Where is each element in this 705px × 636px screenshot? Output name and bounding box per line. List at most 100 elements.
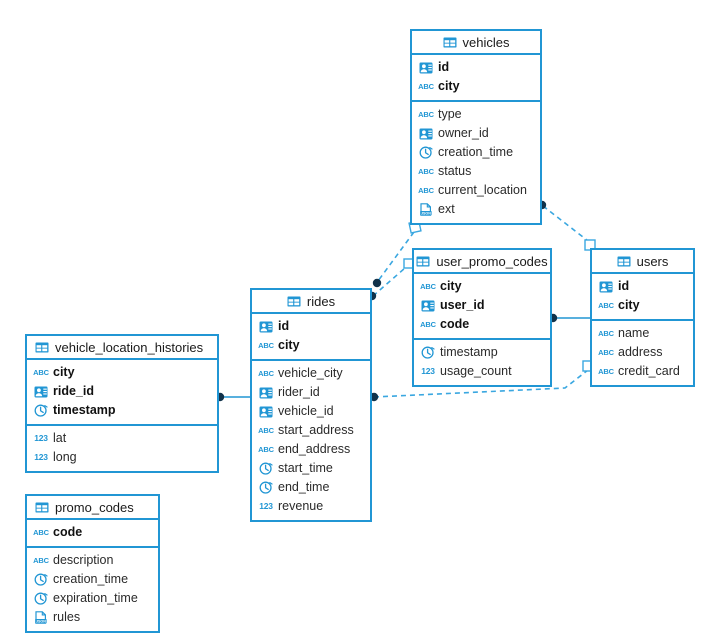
column-row[interactable]: id [599, 277, 686, 296]
column-row[interactable]: end_time [259, 478, 363, 497]
column-name: owner_id [438, 126, 489, 141]
column-name: creation_time [438, 145, 514, 160]
column-name: vehicle_city [278, 366, 343, 381]
abc-icon: ABC [33, 527, 49, 537]
svg-text:JSON: JSON [421, 212, 431, 216]
column-name: expiration_time [53, 591, 138, 606]
table-header-rides[interactable]: rides [252, 290, 370, 314]
column-name: city [618, 298, 640, 313]
column-row[interactable]: ABC code [33, 523, 151, 542]
column-row[interactable]: expiration_time [34, 589, 151, 608]
column-row[interactable]: id [259, 317, 363, 336]
column-row[interactable]: ride_id [34, 382, 210, 401]
column-row[interactable]: ABC name [598, 324, 686, 343]
abc-icon: ABC [33, 367, 49, 377]
clock-icon [34, 573, 48, 586]
id-card-icon [599, 280, 613, 293]
abc-icon: ABC [258, 340, 274, 350]
column-name: id [278, 319, 290, 334]
column-name: city [53, 365, 75, 380]
column-name: revenue [278, 499, 324, 514]
clock-icon [259, 481, 273, 494]
123-icon: 123 [34, 433, 48, 444]
column-name: rider_id [278, 385, 320, 400]
column-row[interactable]: id [419, 58, 533, 77]
column-row[interactable]: 123 lat [34, 429, 210, 448]
table-header-promo_codes[interactable]: promo_codes [27, 496, 158, 520]
column-row[interactable]: timestamp [34, 401, 210, 420]
column-row[interactable]: creation_time [419, 143, 533, 162]
column-row[interactable]: user_id [421, 296, 543, 315]
column-name: city [438, 79, 460, 94]
clock-icon [421, 346, 435, 359]
column-row[interactable]: timestamp [421, 343, 543, 362]
column-name: timestamp [440, 345, 498, 360]
table-icon [617, 255, 631, 268]
column-row[interactable]: owner_id [419, 124, 533, 143]
primary-key-section: ABC code [27, 520, 158, 548]
id-card-icon [419, 61, 433, 74]
edge-vehicles-users[interactable] [537, 200, 596, 251]
column-row[interactable]: 123 revenue [259, 497, 363, 516]
123-icon: 123 [421, 366, 435, 377]
table-header-user_promo_codes[interactable]: user_promo_codes [414, 250, 550, 274]
column-row[interactable]: rider_id [259, 383, 363, 402]
column-name: lat [53, 431, 67, 446]
edge-rides-upc[interactable] [367, 258, 414, 301]
column-name: name [618, 326, 650, 341]
table-header-vehicles[interactable]: vehicles [412, 31, 540, 55]
column-name: ext [438, 202, 455, 217]
abc-icon: ABC [598, 328, 614, 338]
edge-vlh-rides[interactable] [215, 392, 250, 402]
clock-icon [34, 404, 48, 417]
table-name: rides [306, 293, 336, 309]
column-row[interactable]: ABC city [33, 363, 210, 382]
column-name: status [438, 164, 472, 179]
id-card-icon [421, 299, 435, 312]
column-name: user_id [440, 298, 485, 313]
column-name: id [618, 279, 630, 294]
edge-upc-users[interactable] [548, 313, 590, 323]
table-header-users[interactable]: users [592, 250, 693, 274]
table-name: promo_codes [55, 499, 134, 515]
column-row[interactable]: creation_time [34, 570, 151, 589]
column-row[interactable]: start_time [259, 459, 363, 478]
table-name: vehicles [462, 34, 510, 50]
123-icon: 123 [259, 501, 273, 512]
column-name: code [53, 525, 83, 540]
column-row[interactable]: vehicle_id [259, 402, 363, 421]
column-row[interactable]: JSON ext [419, 200, 533, 219]
column-name: type [438, 107, 462, 122]
json-file-icon: JSON [34, 611, 48, 624]
column-name: address [618, 345, 663, 360]
table-header-vehicle_location_histories[interactable]: vehicle_location_histories [27, 336, 217, 360]
